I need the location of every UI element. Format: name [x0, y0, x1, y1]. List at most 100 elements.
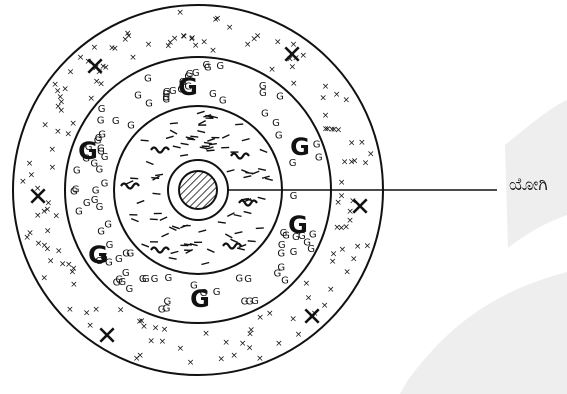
small-swirl-mark: G: [313, 140, 321, 151]
small-cross-mark: ×: [348, 138, 356, 148]
dash-mark: [141, 244, 148, 247]
dash-mark: [225, 234, 232, 238]
dash-mark: [151, 178, 159, 179]
dash-mark: [227, 213, 234, 217]
small-cross-mark: ×: [140, 322, 148, 332]
small-cross-mark: ×: [44, 244, 52, 254]
dash-mark: [222, 135, 229, 138]
small-cross-mark: ×: [54, 127, 62, 137]
small-swirl-mark: G: [122, 248, 130, 259]
small-cross-mark: ×: [202, 329, 210, 339]
large-swirl-mark: G: [290, 133, 310, 161]
small-cross-mark: ×: [334, 198, 342, 208]
large-cross-mark: ✕: [27, 183, 49, 213]
small-cross-mark: ×: [254, 32, 262, 42]
small-cross-mark: ×: [358, 138, 366, 148]
small-swirl-mark: G: [98, 104, 106, 115]
small-swirl-mark: G: [259, 81, 267, 92]
small-cross-mark: ×: [65, 260, 73, 270]
dash-mark: [146, 161, 153, 164]
small-cross-mark: ×: [209, 46, 217, 56]
dash-mark: [207, 139, 215, 142]
small-swirl-mark: G: [101, 178, 109, 189]
dash-mark: [204, 142, 212, 143]
dash-mark: [155, 174, 163, 175]
small-cross-mark: ×: [247, 326, 255, 336]
dash-mark: [235, 232, 243, 234]
small-swirl-mark: G: [97, 147, 105, 158]
large-swirl-mark: G: [78, 137, 98, 165]
dash-mark: [170, 130, 177, 134]
small-cross-mark: ×: [70, 280, 78, 290]
small-cross-mark: ×: [338, 223, 346, 233]
small-cross-mark: ×: [26, 159, 34, 169]
small-cross-mark: ×: [222, 338, 230, 348]
small-cross-mark: ×: [322, 111, 330, 121]
small-cross-mark: ×: [28, 171, 36, 181]
small-cross-mark: ×: [330, 250, 338, 260]
small-cross-mark: ×: [44, 227, 52, 237]
small-swirl-mark: G: [126, 284, 134, 295]
small-cross-mark: ×: [49, 145, 57, 155]
small-swirl-mark: G: [97, 115, 105, 126]
small-swirl-mark: G: [276, 92, 284, 103]
small-cross-mark: ×: [35, 239, 43, 249]
large-cross-mark: ✕: [281, 41, 303, 71]
small-swirl-mark: G: [96, 202, 104, 213]
dash-mark: [265, 178, 273, 180]
small-swirl-mark: G: [246, 297, 254, 308]
large-swirl-mark: G: [178, 73, 198, 101]
small-cross-mark: ×: [152, 323, 160, 333]
small-cross-mark: ×: [55, 247, 63, 257]
small-cross-mark: ×: [53, 211, 61, 221]
small-cross-mark: ×: [108, 43, 116, 53]
dash-mark: [171, 251, 179, 253]
dash-mark: [199, 121, 206, 125]
small-cross-mark: ×: [66, 305, 74, 315]
squiggle-mark: [121, 184, 139, 189]
small-cross-mark: ×: [200, 38, 208, 48]
small-cross-mark: ×: [92, 305, 100, 315]
small-cross-mark: ×: [327, 285, 335, 295]
small-swirl-mark: G: [315, 152, 323, 163]
small-swirl-mark: G: [104, 220, 112, 231]
small-swirl-mark: G: [261, 108, 269, 119]
small-cross-mark: ×: [180, 32, 188, 42]
large-cross-mark: ✕: [96, 322, 118, 352]
dash-mark: [237, 248, 245, 250]
small-cross-mark: ×: [256, 313, 264, 323]
dash-mark: [166, 136, 174, 138]
small-swirl-mark: G: [216, 61, 224, 72]
small-cross-mark: ×: [343, 95, 351, 105]
small-cross-mark: ×: [49, 163, 57, 173]
squiggle-mark: [239, 201, 257, 206]
small-cross-mark: ×: [41, 273, 49, 283]
large-cross-mark: ✕: [349, 193, 371, 223]
large-swirl-mark: G: [190, 285, 210, 313]
small-cross-mark: ×: [290, 79, 298, 89]
small-swirl-mark: G: [281, 276, 289, 287]
dash-mark: [248, 241, 256, 242]
hatched-center: [179, 171, 217, 209]
small-cross-mark: ×: [230, 351, 238, 361]
dash-mark: [181, 143, 189, 144]
dash-mark: [244, 212, 252, 214]
dash-mark: [141, 140, 149, 141]
small-swirl-mark: G: [235, 274, 243, 285]
small-cross-mark: ×: [335, 125, 343, 135]
large-swirl-mark: G: [288, 211, 308, 239]
small-swirl-mark: G: [122, 268, 130, 279]
small-swirl-mark: G: [203, 60, 211, 71]
dash-mark: [218, 222, 226, 223]
squiggle-mark: [231, 154, 249, 159]
dash-mark: [131, 219, 138, 222]
small-cross-mark: ×: [54, 102, 62, 112]
dash-mark: [126, 181, 133, 184]
small-swirl-mark: G: [145, 99, 153, 110]
large-swirl-mark: G: [88, 241, 108, 269]
watermark-swoosh-bottom: [400, 272, 567, 394]
small-cross-mark: ×: [117, 305, 125, 315]
small-cross-mark: ×: [177, 344, 185, 354]
small-cross-mark: ×: [319, 93, 327, 103]
dash-mark: [130, 178, 138, 179]
